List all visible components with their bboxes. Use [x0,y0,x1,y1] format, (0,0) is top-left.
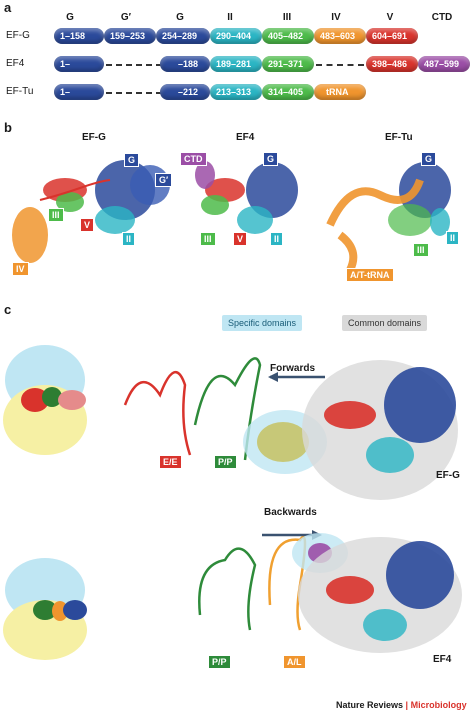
label-efg-c: EF-G [436,470,460,481]
label-pp-top: P/P [214,455,237,469]
title-efg: EF-G [82,132,106,143]
eftu-seg-trna: tRNA [314,84,366,100]
efg-seg-ii: 290–404 [210,28,262,44]
label-ef4-c: EF4 [433,654,452,665]
label-forwards: Forwards [270,363,316,374]
ef4-gap-dashes [106,64,162,66]
label-ee: E/E [159,455,182,469]
eftu-tag-atrna: A/T-tRNA [346,268,394,282]
efg-seg-iv: 483–603 [314,28,366,44]
panel-c-letter: c [4,302,12,317]
col-header-g2: G [176,12,184,23]
col-header-ctd: CTD [431,12,453,23]
col-header-iii: III [282,12,292,23]
eftu-seg-g-start: 1– [54,84,104,100]
ef4-seg-iii: 291–371 [262,56,314,72]
title-eftu: EF-Tu [385,132,413,143]
footer-journal: Nature Reviews [336,700,404,710]
col-header-g1: G [66,12,74,23]
row-label-efg: EF-G [6,30,30,41]
ef4-seg-g-end: –188 [160,56,210,72]
eftu-gap-dashes [106,92,162,94]
ef4-tag-v: V [233,232,248,246]
col-header-v: V [386,12,394,23]
eftu-tag-g: G [421,152,437,166]
efg-tag-iii: III [48,208,64,222]
eftu-seg-iii: 314–405 [262,84,314,100]
ef4-seg-v: 398–486 [366,56,418,72]
efg-tag-v: V [80,218,95,232]
eftu-tag-ii: II [446,231,460,245]
row-label-ef4: EF4 [6,58,25,69]
legend-specific-domains: Specific domains [222,315,303,331]
efg-seg-gprime: 159–253 [104,28,156,44]
row-label-eftu: EF-Tu [6,86,34,97]
ef4-seg-ctd: 487–599 [418,56,470,72]
legend-common-domains: Common domains [342,315,428,331]
structure-efg [12,160,451,272]
col-header-iv: IV [331,12,341,23]
efg-seg-g2: 254–289 [156,28,210,44]
ef4-tag-ii: II [270,232,284,246]
ef4-tag-ctd: CTD [180,152,207,166]
title-ef4: EF4 [236,132,255,143]
footer-section: Microbiology [410,700,467,710]
panel-b-letter: b [4,120,12,135]
footer-separator: | [405,700,409,710]
ef4-seg-ii: 189–281 [210,56,262,72]
efg-tag-iv: IV [12,262,29,276]
eftu-seg-ii: 213–313 [210,84,262,100]
ef4-tag-iii: III [200,232,216,246]
col-header-ii: II [227,12,233,23]
ef4-gap2-dashes [316,64,364,66]
efg-tag-gprime: G′ [155,173,173,187]
label-al: A/L [283,655,306,669]
col-header-gprime: G′ [120,12,132,23]
footer-credit: Nature Reviews | Microbiology [336,700,467,710]
label-backwards: Backwards [264,507,317,518]
efg-seg-g: 1–158 [54,28,104,44]
efg-tag-ii: II [122,232,136,246]
ef4-tag-g: G [263,152,279,166]
efg-seg-iii: 405–482 [262,28,314,44]
efg-tag-g: G [124,153,140,167]
eftu-tag-iii: III [413,243,429,257]
panel-c-drawings [3,345,462,660]
efg-seg-v: 604–691 [366,28,418,44]
eftu-seg-g-end: –212 [160,84,210,100]
ef4-seg-g-start: 1– [54,56,104,72]
panel-a-letter: a [4,0,12,15]
label-pp-bottom: P/P [208,655,231,669]
